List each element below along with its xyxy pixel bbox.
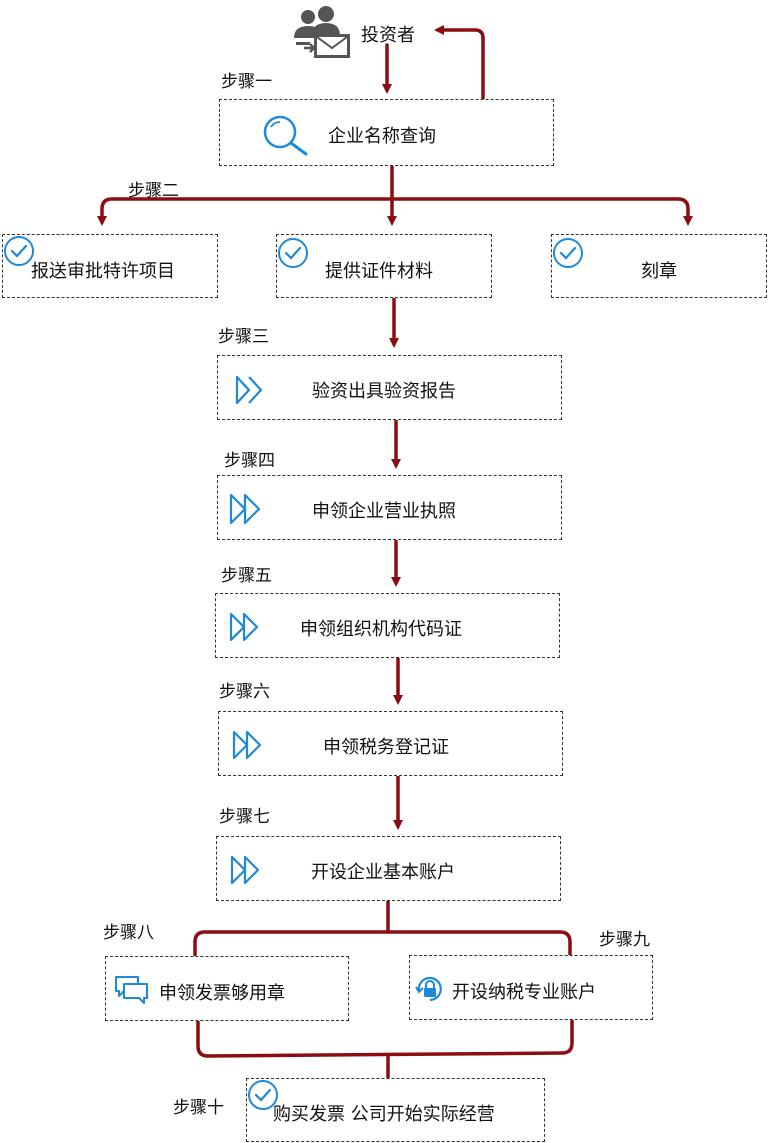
- node-label: 申领组织机构代码证: [300, 619, 462, 640]
- step-label-1: 步骤一: [221, 72, 272, 92]
- node-label: 报送审批特许项目: [31, 261, 175, 282]
- node-label: 申领税务登记证: [323, 737, 449, 758]
- check-circle-icon: [277, 237, 309, 273]
- step-label-3: 步骤三: [218, 327, 269, 347]
- node-label: 购买发票 公司开始实际经营: [273, 1104, 495, 1125]
- node-documents[interactable]: 提供证件材料: [276, 234, 492, 298]
- arrow-query-to-seal: [390, 197, 693, 226]
- step-label-2: 步骤二: [128, 181, 179, 201]
- step-label-4: 步骤四: [224, 451, 275, 471]
- node-label: 申领企业营业执照: [312, 501, 456, 522]
- fast-forward-icon: [229, 855, 263, 889]
- node-tax-account[interactable]: 开设纳税专业账户: [409, 955, 653, 1020]
- node-bank-account[interactable]: 开设企业基本账户: [216, 836, 561, 901]
- fast-forward-icon: [234, 375, 266, 409]
- step-label-7: 步骤七: [219, 807, 270, 827]
- check-circle-icon: [247, 1079, 279, 1115]
- check-circle-icon: [3, 235, 35, 271]
- node-label: 刻章: [641, 261, 677, 282]
- node-start-business[interactable]: 购买发票 公司开始实际经营: [246, 1078, 545, 1142]
- step-label-10: 步骤十: [173, 1098, 224, 1118]
- investor-label: 投资者: [361, 25, 415, 46]
- lock-refresh-icon: [414, 973, 446, 1009]
- node-capital-report[interactable]: 验资出具验资报告: [217, 355, 562, 420]
- investor-person-icon: [290, 4, 354, 62]
- node-label: 申领发票够用章: [159, 983, 285, 1004]
- node-label: 企业名称查询: [328, 126, 436, 147]
- node-label: 开设纳税专业账户: [452, 982, 596, 1003]
- connector-merge-bracket: [196, 1019, 574, 1058]
- node-invoice-seal[interactable]: 申领发票够用章: [105, 956, 349, 1021]
- step-label-9: 步骤九: [599, 930, 650, 950]
- fast-forward-icon: [228, 612, 262, 646]
- arrow-query-to-approval: [97, 197, 394, 226]
- fast-forward-icon: [231, 730, 265, 764]
- fast-forward-icon: [228, 493, 264, 529]
- node-tax-registration[interactable]: 申领税务登记证: [218, 711, 563, 776]
- node-approval[interactable]: 报送审批特许项目: [2, 234, 218, 298]
- connector-split-bracket: [193, 930, 572, 957]
- step-label-5: 步骤五: [221, 566, 272, 586]
- step-label-6: 步骤六: [219, 682, 270, 702]
- node-label: 验资出具验资报告: [312, 381, 456, 402]
- step-label-8: 步骤八: [103, 923, 154, 943]
- node-org-code[interactable]: 申领组织机构代码证: [215, 593, 560, 658]
- node-seal[interactable]: 刻章: [551, 234, 767, 298]
- search-icon: [260, 114, 314, 162]
- arrow-query-to-investor: [434, 25, 485, 100]
- node-name-query[interactable]: 企业名称查询: [219, 99, 554, 166]
- check-circle-icon: [552, 237, 584, 273]
- node-business-license[interactable]: 申领企业营业执照: [217, 475, 562, 540]
- chat-bubbles-icon: [114, 975, 150, 1009]
- node-label: 开设企业基本账户: [311, 862, 455, 883]
- node-label: 提供证件材料: [325, 261, 433, 282]
